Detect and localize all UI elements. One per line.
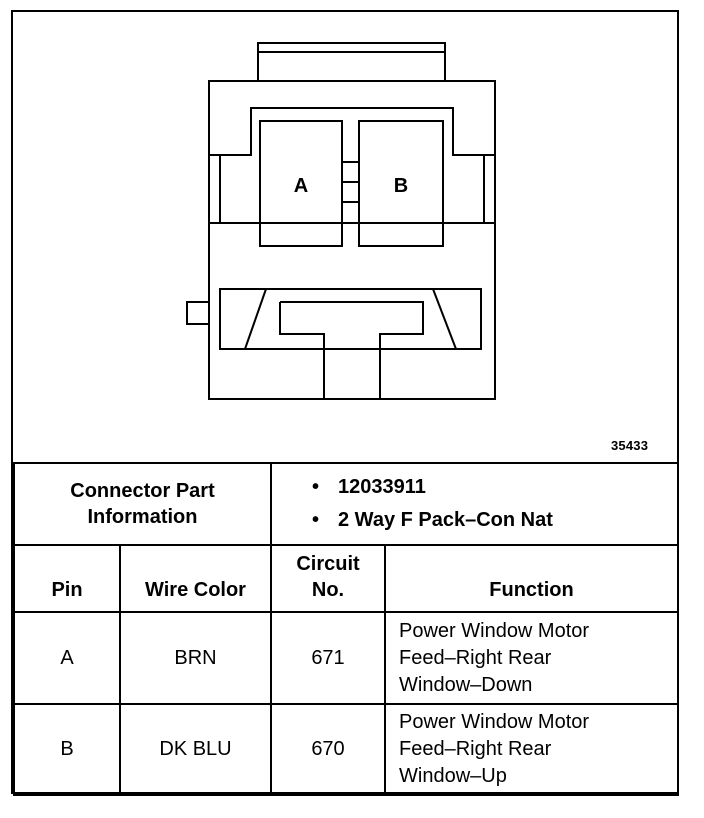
connector-info-label: Connector Part Information: [13, 462, 272, 546]
circuit-cell: 671: [270, 611, 386, 705]
table-row: A BRN 671 Power Window Motor Feed–Right …: [13, 611, 680, 705]
table-row: B DK BLU 670 Power Window Motor Feed–Rig…: [13, 703, 680, 796]
function-cell: Power Window Motor Feed–Right Rear Windo…: [383, 703, 680, 796]
connector-table: Connector Part Information •12033911 •2 …: [13, 462, 680, 796]
header-pin: Pin: [13, 544, 121, 613]
wire-color-cell: BRN: [119, 611, 272, 705]
circuit-cell: 670: [270, 703, 386, 796]
left-side-wing: [209, 154, 221, 224]
keyway: [280, 301, 424, 399]
cavity-a-label: A: [294, 175, 308, 197]
lock-area: [219, 288, 482, 350]
connector-info-values: •12033911 •2 Way F Pack–Con Nat: [269, 462, 680, 546]
connector-top-latch: [257, 42, 446, 82]
connector-face-drawing: A B: [186, 42, 496, 400]
header-circuit-no: Circuit No.: [270, 544, 386, 613]
pin-cell: A: [13, 611, 121, 705]
wire-color-cell: DK BLU: [119, 703, 272, 796]
table-header-row: Pin Wire Color Circuit No. Function: [13, 544, 680, 613]
connector-end-view-frame: A B 35433 Connector Part Information •12…: [11, 10, 680, 796]
cavity-b-label: B: [394, 175, 408, 197]
figure-number: 35433: [611, 438, 649, 453]
connector-info-row: Connector Part Information •12033911 •2 …: [13, 462, 680, 546]
connector-part-number: •12033911: [312, 476, 426, 498]
pin-cell: B: [13, 703, 121, 796]
connector-description: •2 Way F Pack–Con Nat: [312, 509, 553, 531]
lock-tab: [186, 301, 210, 325]
function-cell: Power Window Motor Feed–Right Rear Windo…: [383, 611, 680, 705]
header-function: Function: [383, 544, 680, 613]
connector-body: [208, 80, 496, 400]
header-wire-color: Wire Color: [119, 544, 272, 613]
connector-info-label-text: Connector Part Information: [70, 480, 215, 528]
right-side-wing: [483, 154, 495, 224]
connector-diagram: A B 35433: [13, 12, 677, 463]
